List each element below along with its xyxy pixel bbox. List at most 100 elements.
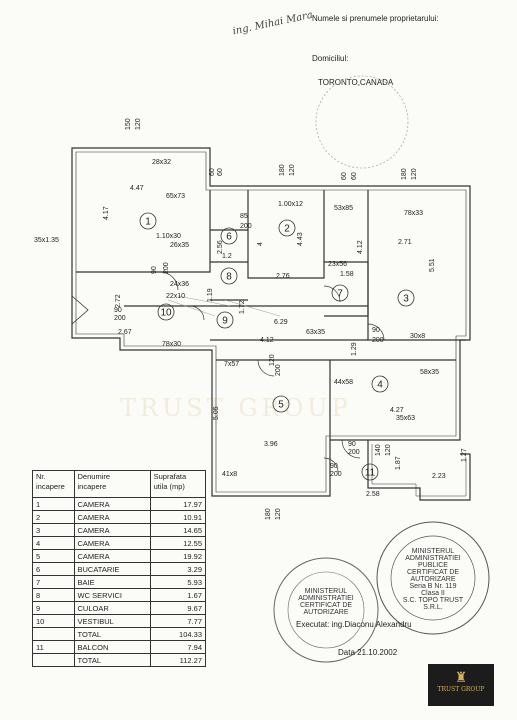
room-number-circle — [361, 463, 379, 481]
room-number-circle — [331, 284, 349, 302]
entry-arrow-icon — [71, 295, 89, 325]
dimension-label: 2.58 — [366, 491, 380, 498]
room-name: CAMERA — [73, 497, 151, 511]
dimension-label: 1.58 — [340, 271, 354, 278]
dimension-label: 1.27 — [461, 448, 468, 462]
dimension-label: 90 — [348, 441, 356, 448]
dimension-label: 78x33 — [404, 210, 423, 217]
dimension-label: 5.05 — [213, 406, 220, 420]
room-nr: 10 — [32, 614, 75, 628]
dimension-label: 180 — [401, 168, 408, 180]
room-name: CULOAR — [73, 601, 151, 615]
dimension-label: 53x85 — [334, 205, 353, 212]
dimension-label: 5.51 — [429, 258, 436, 272]
dimension-label: 200 — [240, 223, 252, 230]
room-number-label: 2 — [284, 224, 290, 235]
room-number-circle — [216, 311, 234, 329]
authorization-stamp-left — [273, 557, 379, 663]
plan-doors — [159, 271, 385, 473]
date-text: Data 21.10.2002 — [338, 648, 398, 657]
col-header-nr: Nr. incapere — [32, 470, 75, 498]
grand-total-label: TOTAL — [73, 653, 151, 667]
dimension-label: 120 — [135, 118, 142, 130]
room-name: CAMERA — [73, 536, 151, 550]
dimension-label: 90 — [114, 307, 122, 314]
faded-stamp-top — [315, 75, 409, 169]
dimension-label: 4 — [257, 242, 264, 246]
room-area: 17.97 — [149, 497, 207, 511]
stamp-left-line: MINISTERUL ADMINISTRATIEI — [298, 588, 354, 602]
room-area: 19.92 — [149, 549, 207, 563]
room-nr: 5 — [32, 549, 75, 563]
room-nr: 4 — [32, 536, 75, 550]
dimension-label: 2.56 — [217, 240, 224, 254]
dimension-label: 24x36 — [170, 281, 189, 288]
room-number-circle — [220, 227, 238, 245]
col-header-name: Denumire incapere — [73, 470, 151, 498]
room-number-label: 7 — [337, 289, 343, 300]
dimension-label: 2.72 — [115, 294, 122, 308]
dimension-label: 60 — [351, 172, 358, 180]
dimension-label: 6.29 — [274, 319, 288, 326]
room-name: CAMERA — [73, 549, 151, 563]
dimension-label: 2.71 — [398, 239, 412, 246]
room-nr: 6 — [32, 562, 75, 576]
room-area: 12.55 — [149, 536, 207, 550]
dimension-label: 65x73 — [166, 193, 185, 200]
dimension-label: 200 — [330, 471, 342, 478]
dimension-label: 1.10x30 — [156, 233, 181, 240]
room-number-label: 5 — [278, 400, 284, 411]
dimension-label: 1.19 — [207, 288, 214, 302]
room-nr: 7 — [32, 575, 75, 589]
dimension-label: 63x35 — [306, 329, 325, 336]
dimension-label: 4.17 — [103, 206, 110, 220]
dimension-label: 120 — [411, 168, 418, 180]
room-number-label: 4 — [377, 380, 383, 391]
dimension-label: 200 — [372, 337, 384, 344]
room-name: WC SERVICI — [73, 588, 151, 602]
dimension-label: 78x30 — [162, 341, 181, 348]
dimension-label: 4.43 — [297, 232, 304, 246]
dimension-label: 1.87 — [395, 456, 402, 470]
dimension-label: 140 — [375, 444, 382, 456]
dimension-label: 4.12 — [357, 240, 364, 254]
logo-text: TRUST GROUP — [437, 686, 485, 693]
dimension-label: 2.67 — [118, 329, 132, 336]
dimension-label: 90 — [330, 463, 338, 470]
room-name: CAMERA — [73, 510, 151, 524]
balcony-name: BALCON — [73, 640, 151, 654]
room-nr: 3 — [32, 523, 75, 537]
room-number-circle — [139, 212, 157, 230]
dimension-label: 60 — [341, 172, 348, 180]
stamp-right-line: S.C. TOPO TRUST S.R.L. — [402, 597, 464, 611]
dimension-label: 4.27 — [390, 407, 404, 414]
dimension-label: 200 — [275, 364, 282, 376]
dimension-label: 200 — [114, 315, 126, 322]
stamp-right-line: CERTIFICAT DE AUTORIZARE — [406, 569, 460, 583]
room-area: 9.67 — [149, 601, 207, 615]
dimension-label: 30x8 — [410, 333, 425, 340]
dimension-label: 180 — [279, 164, 286, 176]
dimension-label: 26x35 — [170, 242, 189, 249]
authorization-stamp-right — [376, 521, 490, 635]
room-nr: 2 — [32, 510, 75, 524]
dimension-label: 7x57 — [224, 361, 239, 368]
stamp-right-line: MINISTERUL ADMINISTRATIEI PUBLICE — [405, 548, 461, 569]
room-number-label: 6 — [226, 232, 232, 243]
dimension-label: 180 — [265, 508, 272, 520]
dimension-label: 1.00x12 — [278, 201, 303, 208]
room-number-circle — [157, 303, 175, 321]
room-area: 1.67 — [149, 588, 207, 602]
stamp-left-line: CERTIFICAT DE AUTORIZARE — [299, 602, 353, 616]
stamp-right-line: Clasa II — [421, 590, 445, 597]
room-number-label: 8 — [226, 272, 232, 283]
balcony-nr: 11 — [32, 640, 75, 654]
room-nr: 9 — [32, 601, 75, 615]
